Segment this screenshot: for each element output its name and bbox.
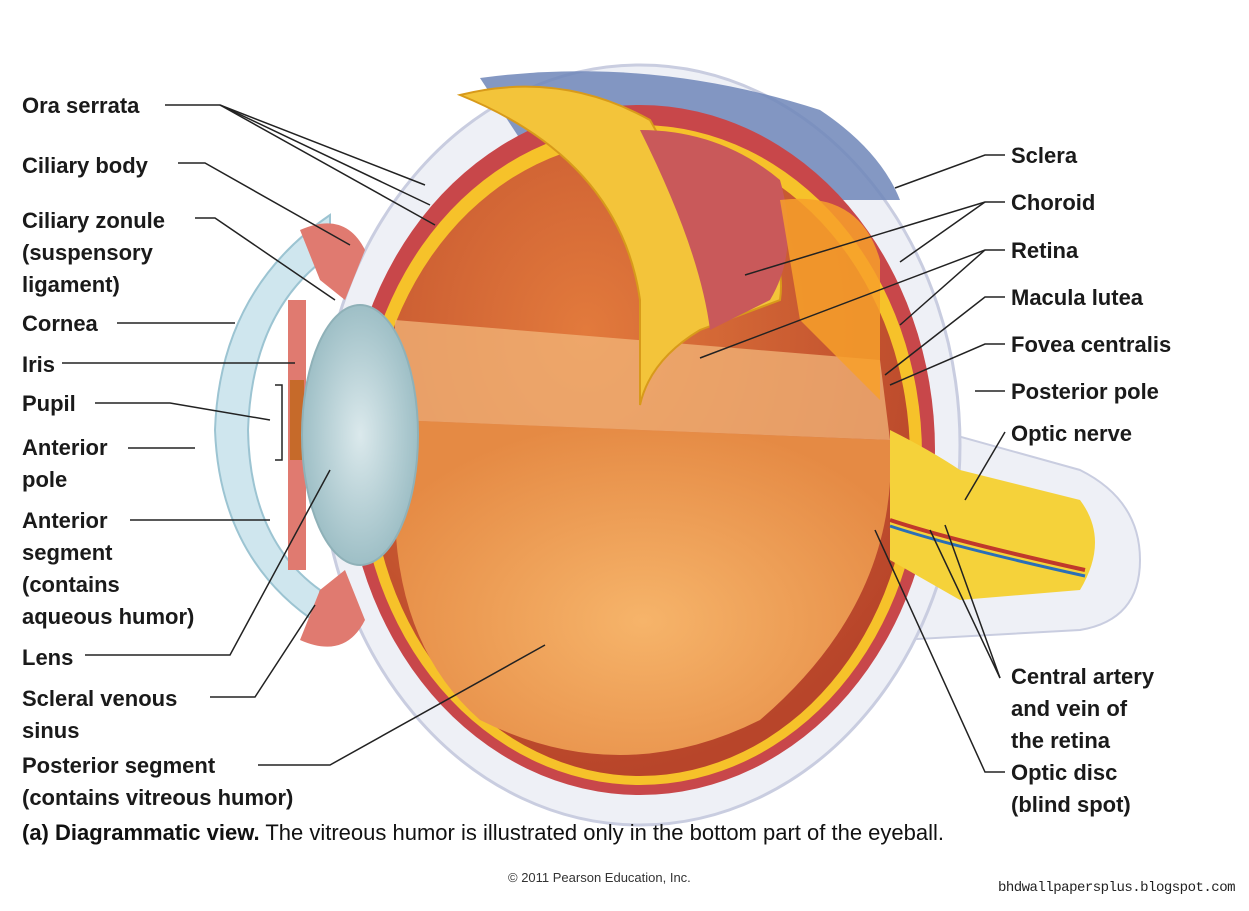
label-ciliary-body: Ciliary body	[22, 153, 148, 178]
label-optic-nerve: Optic nerve	[1011, 421, 1133, 446]
retina-flap	[456, 85, 782, 406]
vitreous-humor	[395, 420, 891, 755]
caption-text: The vitreous humor is illustrated only i…	[259, 820, 945, 845]
label-scleral-venous-sinus: Scleral venous sinus	[22, 686, 178, 743]
copyright-notice: © 2011 Pearson Education, Inc.	[508, 870, 691, 885]
label-macula-lutea: Macula lutea	[1011, 285, 1144, 310]
label-central-artery-vein: Central artery and vein of the retina	[1011, 664, 1155, 753]
label-retina: Retina	[1011, 238, 1079, 263]
pupil	[290, 380, 304, 460]
label-iris: Iris	[22, 352, 56, 377]
leader-lines-right	[699, 154, 1006, 773]
lens	[301, 304, 419, 566]
ciliary-body-lower	[300, 570, 365, 647]
leader-lines-left	[62, 104, 546, 766]
ciliary-body	[300, 223, 365, 300]
label-anterior-pole: Anterior pole	[22, 435, 108, 492]
label-fovea-centralis: Fovea centralis	[1011, 332, 1172, 357]
figure-caption: (a) Diagrammatic view. The vitreous humo…	[22, 820, 944, 846]
watermark-link[interactable]: bhdwallpapersplus.blogspot.com	[997, 880, 1236, 896]
label-choroid: Choroid	[1011, 190, 1096, 215]
optic-nerve	[890, 430, 1095, 600]
label-sclera: Sclera	[1011, 143, 1078, 168]
label-cornea: Cornea	[22, 311, 98, 336]
label-posterior-pole: Posterior pole	[1011, 379, 1159, 404]
label-posterior-segment: Posterior segment (contains vitreous hum…	[22, 753, 294, 810]
label-ciliary-zonule: Ciliary zonule (suspensory ligament)	[22, 208, 166, 297]
label-optic-disc: Optic disc (blind spot)	[1011, 760, 1131, 817]
label-anterior-segment: Anterior segment (contains aqueous humor…	[22, 508, 195, 629]
label-pupil: Pupil	[22, 391, 76, 416]
central-artery-vein	[889, 518, 1086, 572]
caption-title: (a) Diagrammatic view.	[22, 820, 260, 845]
label-lens: Lens	[22, 645, 74, 670]
label-ora-serrata: Ora serrata	[22, 93, 140, 118]
